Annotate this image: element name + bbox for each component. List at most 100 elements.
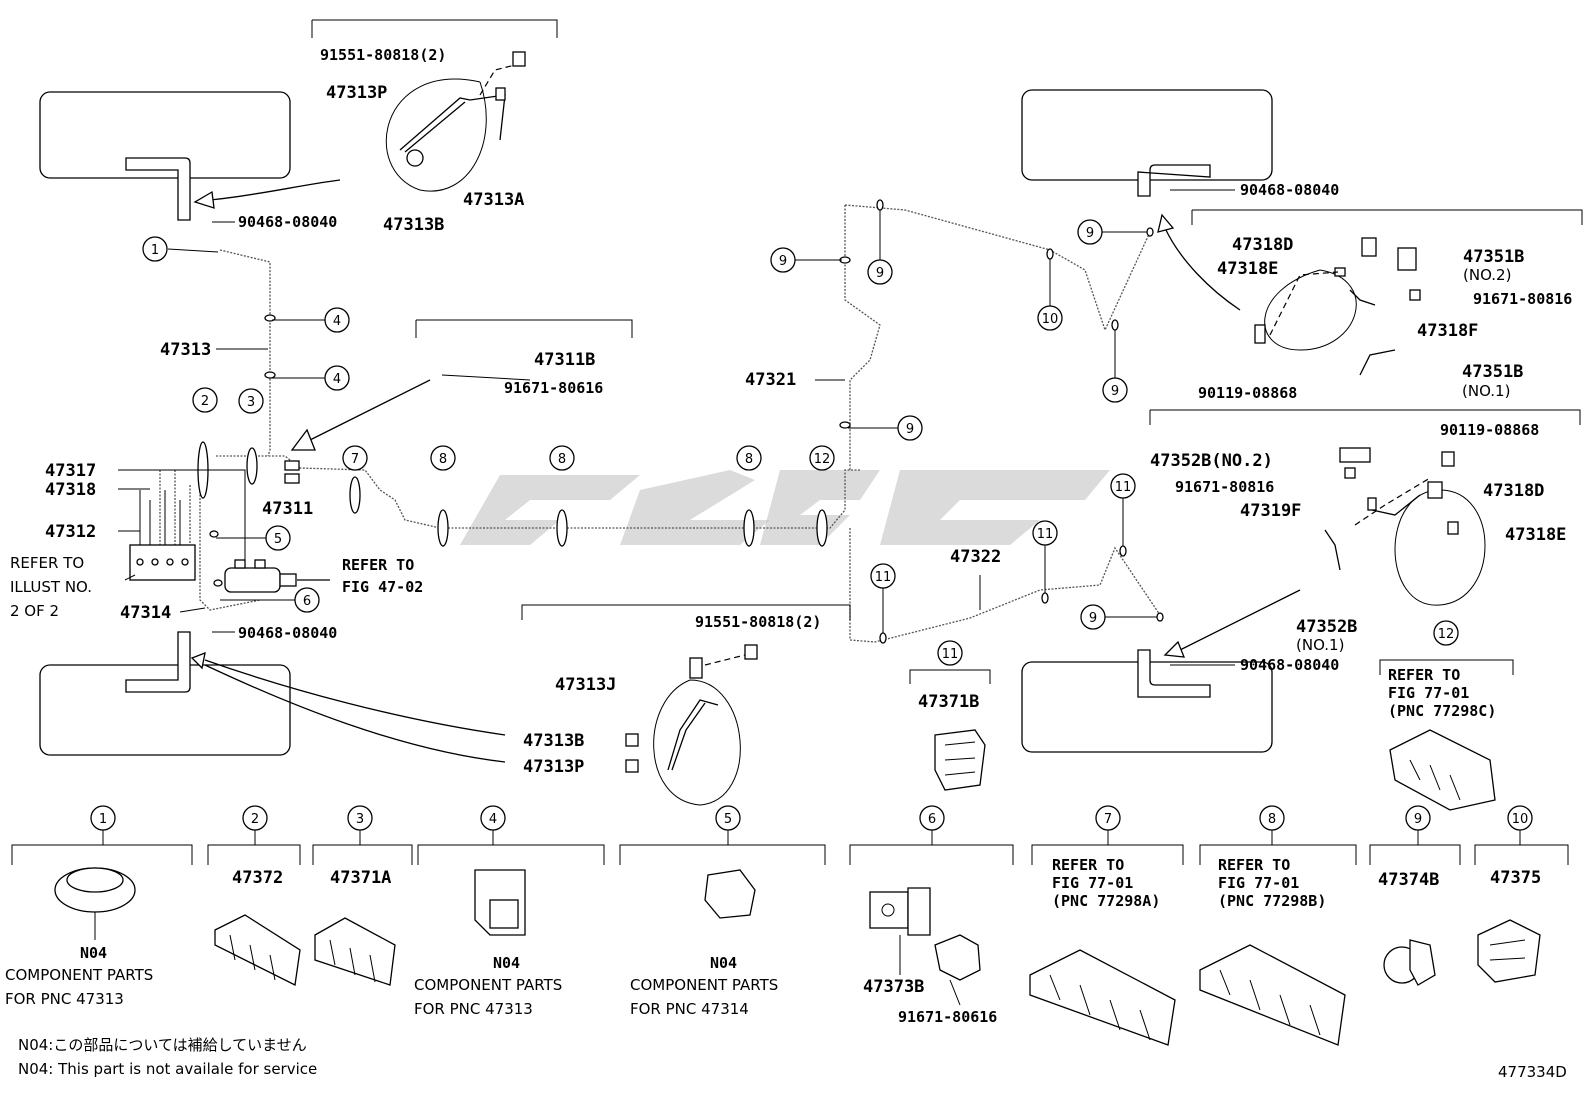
- callout-circles: 1 2 3 4 4 5 6 7 8 8 8 12 9 9 9 9 9 9 10 …: [142, 210, 1459, 666]
- svg-text:6: 6: [303, 594, 311, 609]
- label-47318D-low: 47318D: [1483, 481, 1544, 501]
- svg-text:3: 3: [247, 395, 255, 410]
- legend-7: 7 REFER TO FIG 77-01 (PNC 77298A): [1029, 805, 1184, 1046]
- label-91551-80818-low: 91551-80818(2): [695, 613, 821, 631]
- svg-text:COMPONENT PARTS: COMPONENT PARTS: [5, 966, 153, 984]
- svg-text:FOR PNC 47313: FOR PNC 47313: [5, 990, 124, 1008]
- label-47313A: 47313A: [463, 190, 524, 210]
- vehicle-frame-front-left: [39, 91, 291, 756]
- callout-8c: 8: [736, 445, 762, 471]
- svg-text:COMPONENT PARTS: COMPONENT PARTS: [630, 976, 778, 994]
- svg-text:N04: N04: [493, 954, 520, 972]
- svg-text:9: 9: [779, 254, 787, 269]
- callout-4b: 4: [272, 365, 350, 391]
- svg-text:FOR PNC 47314: FOR PNC 47314: [630, 1000, 749, 1018]
- label-91671-80616: 91671-80616: [504, 379, 603, 397]
- svg-text:4: 4: [333, 314, 341, 329]
- svg-text:5: 5: [274, 532, 282, 547]
- legend-5: 5 N04 COMPONENT PARTS FOR PNC 47314: [619, 805, 826, 1018]
- label-no1: (NO.1): [1462, 382, 1510, 400]
- svg-text:2: 2: [251, 812, 259, 827]
- label-47317: 47317: [45, 461, 96, 481]
- note-en: N04: This part is not availale for servi…: [18, 1060, 317, 1078]
- label-47313B: 47313B: [383, 215, 444, 235]
- legend-6: 6 47373B 91671-80616: [849, 805, 1014, 1026]
- svg-text:4: 4: [333, 372, 341, 387]
- label-90468-08040-b: 90468-08040: [238, 624, 337, 642]
- label-90468-08040-c: 90468-08040: [1240, 181, 1339, 199]
- label-47312: 47312: [45, 522, 96, 542]
- diagram-code: 477334D: [1498, 1063, 1567, 1081]
- refer-fig-47-02-line1: REFER TO: [342, 556, 414, 574]
- svg-text:9: 9: [1086, 226, 1094, 241]
- label-47313P: 47313P: [326, 83, 387, 103]
- callout-12b: 12: [1433, 620, 1459, 646]
- refer-77298C-line2: FIG 77-01: [1388, 684, 1469, 702]
- callout-6: 6: [220, 587, 320, 613]
- svg-text:REFER TO: REFER TO: [1218, 856, 1290, 874]
- pipe-clamps: [197, 199, 1164, 644]
- callout-7: 7: [342, 445, 368, 471]
- svg-text:1: 1: [99, 812, 107, 827]
- refer-77298C-line1: REFER TO: [1388, 666, 1460, 684]
- label-47351B-no2: 47351B: [1463, 247, 1524, 267]
- refer-77298C-line3: (PNC 77298C): [1388, 702, 1496, 720]
- label-90119-08868-left: 90119-08868: [1198, 384, 1297, 402]
- svg-text:FIG 77-01: FIG 77-01: [1218, 874, 1299, 892]
- label-47318: 47318: [45, 480, 96, 500]
- callout-11a: 11: [870, 563, 896, 633]
- legend-1: 1 N04 COMPONENT PARTS FOR PNC 47313: [5, 805, 193, 1008]
- label-47322: 47322: [950, 547, 1001, 567]
- clip-47371B-drawing: [934, 729, 986, 791]
- legend-4: 4 N04 COMPONENT PARTS FOR PNC 47313: [414, 805, 605, 1018]
- label-90468-08040-a: 90468-08040: [238, 213, 337, 231]
- label-91671-80816-low: 91671-80816: [1175, 478, 1274, 496]
- label-47318E-low: 47318E: [1505, 525, 1566, 545]
- label-47318E-top: 47318E: [1217, 259, 1278, 279]
- label-47313J: 47313J: [555, 675, 616, 695]
- clip-77298C-drawing: [1389, 729, 1496, 811]
- svg-text:91671-80616: 91671-80616: [898, 1008, 997, 1026]
- label-47352B-no1: 47352B: [1296, 617, 1357, 637]
- label-91671-80816-top: 91671-80816: [1473, 290, 1572, 308]
- svg-text:47371A: 47371A: [330, 868, 391, 888]
- note-jp: N04:この部品については補給していません: [18, 1036, 307, 1054]
- svg-text:N04: N04: [710, 954, 737, 972]
- callout-11c: 11: [1110, 473, 1136, 546]
- label-47313: 47313: [160, 340, 211, 360]
- direction-arrows: [190, 179, 1301, 763]
- svg-text:6: 6: [928, 812, 936, 827]
- svg-text:FOR PNC 47313: FOR PNC 47313: [414, 1000, 533, 1018]
- svg-text:12: 12: [1438, 627, 1455, 642]
- brake-junction-block: [129, 460, 330, 593]
- callout-10: 10: [1037, 259, 1063, 331]
- detail-inset-front-hose-bracket: [385, 51, 526, 192]
- svg-text:9: 9: [1111, 384, 1119, 399]
- svg-text:8: 8: [1268, 812, 1276, 827]
- callout-9f: 9: [1080, 604, 1157, 630]
- svg-text:10: 10: [1042, 312, 1059, 327]
- refer-illust-line2: ILLUST NO.: [10, 578, 92, 596]
- svg-text:7: 7: [1104, 812, 1112, 827]
- svg-text:5: 5: [724, 812, 732, 827]
- leader-lines: [118, 19, 1583, 684]
- callout-12: 12: [809, 445, 835, 471]
- label-47351B-no1: 47351B: [1462, 362, 1523, 382]
- label-47371B: 47371B: [918, 692, 979, 712]
- label-47318D-top: 47318D: [1232, 235, 1293, 255]
- callout-1: 1: [142, 236, 219, 262]
- label-47313B-low: 47313B: [523, 731, 584, 751]
- legend: 1 N04 COMPONENT PARTS FOR PNC 47313 2 47…: [5, 805, 1569, 1046]
- label-no1-b: (NO.1): [1296, 636, 1344, 654]
- detail-inset-rear-lower: [1324, 447, 1486, 606]
- callout-5: 5: [216, 525, 291, 551]
- label-91551-80818-top: 91551-80818(2): [320, 46, 446, 64]
- svg-text:2: 2: [201, 394, 209, 409]
- brake-pipe-routing: [159, 204, 1161, 643]
- svg-text:9: 9: [1414, 812, 1422, 827]
- svg-text:10: 10: [1512, 812, 1529, 827]
- label-47314: 47314: [120, 603, 171, 623]
- callout-9e: 9: [1102, 330, 1128, 403]
- svg-text:8: 8: [745, 452, 753, 467]
- label-47352B-no2: 47352B(NO.2): [1150, 451, 1273, 471]
